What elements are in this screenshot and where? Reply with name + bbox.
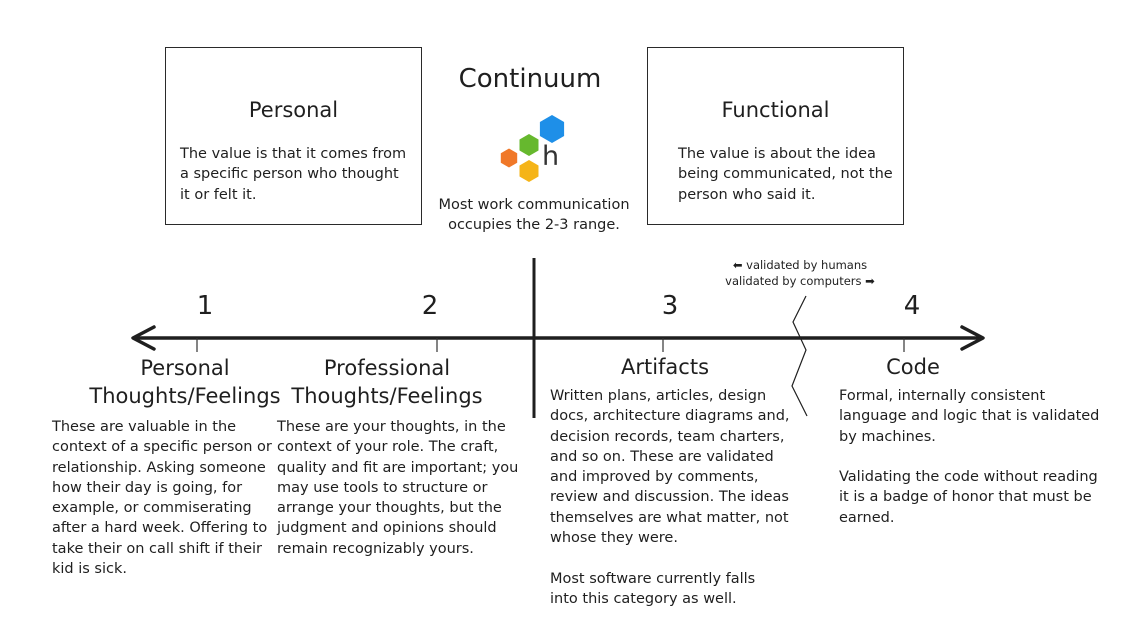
category-title-2: Professional Thoughts/Feelings: [291, 356, 483, 408]
center-note: Most work communication occupies the 2-3…: [438, 197, 630, 234]
functional-box: Functional The value is about the idea b…: [647, 47, 904, 225]
position-number-1: 1: [196, 291, 214, 321]
category-desc-1: These are valuable in the context of a s…: [52, 419, 272, 578]
position-number-4: 4: [903, 291, 921, 321]
position-number-3: 3: [661, 291, 679, 321]
category-title-3: Artifacts: [620, 355, 710, 379]
validation-divider: [791, 295, 808, 417]
validation-computers: validated by computers ➡: [725, 274, 875, 288]
continuum-axis: [131, 325, 985, 351]
personal-box-text: The value is that it comes from a specif…: [180, 146, 407, 203]
functional-box-title: Functional: [721, 98, 830, 122]
category-desc-2: These are your thoughts, in the context …: [277, 419, 519, 557]
logo-icon: [500, 115, 565, 182]
category-desc-3: Written plans, articles, design docs, ar…: [550, 388, 790, 607]
logo-letter: h: [542, 141, 560, 172]
hex-blue-icon: [539, 115, 565, 143]
hex-yellow-icon: [519, 160, 539, 182]
functional-box-text: The value is about the idea being commun…: [678, 146, 893, 203]
validation-humans: ⬅ validated by humans: [732, 258, 868, 272]
personal-box: Personal The value is that it comes from…: [165, 47, 422, 225]
category-title-4: Code: [886, 355, 940, 379]
page-title: Continuum: [458, 64, 602, 94]
category-title-1: Personal Thoughts/Feelings: [89, 356, 281, 408]
category-desc-4: Formal, internally consistent language a…: [839, 388, 1100, 526]
hex-green-icon: [519, 134, 539, 156]
position-number-2: 2: [421, 291, 439, 321]
hex-orange-icon: [500, 148, 518, 168]
personal-box-title: Personal: [248, 98, 339, 122]
